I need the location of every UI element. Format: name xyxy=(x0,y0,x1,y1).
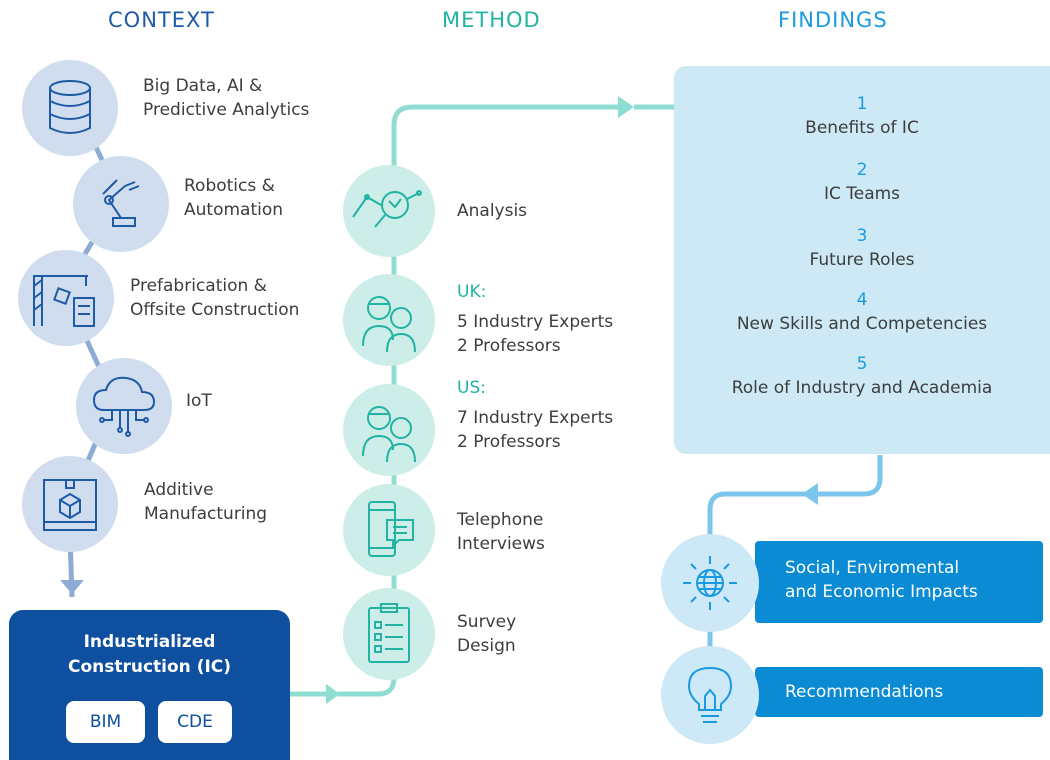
context-circle-iot xyxy=(76,358,172,454)
people-icon xyxy=(362,296,416,353)
method-header: METHOD xyxy=(442,8,541,32)
finding-text-5: Role of Industry and Academia xyxy=(731,378,993,398)
method-label-analysis: Analysis xyxy=(457,201,528,221)
clipboard-checklist-icon xyxy=(368,603,410,663)
context-label-prefab: Prefabrication &Offsite Construction xyxy=(130,276,300,320)
bim-button[interactable]: BIM xyxy=(66,701,145,743)
method-to-findings-arrow xyxy=(618,96,634,118)
context-label-robotics: Robotics &Automation xyxy=(184,176,284,220)
recommendations-circle xyxy=(661,646,759,744)
method-circle-analysis xyxy=(343,165,435,257)
globe-sun-icon xyxy=(683,556,737,610)
ic-title: Industrialized Construction (IC) xyxy=(67,632,232,677)
lightbulb-icon xyxy=(687,666,733,723)
recommendations-label: Recommendations xyxy=(785,682,944,702)
ic-to-method-arrow xyxy=(326,684,340,704)
finding-text-3: Future Roles xyxy=(809,250,915,270)
findings-box: 1 Benefits of IC 2 IC Teams 3 Future Rol… xyxy=(674,66,1050,454)
ic-box: Industrialized Construction (IC) BIM CDE xyxy=(9,610,290,760)
method-circle-us xyxy=(343,384,435,476)
finding-number-3: 3 xyxy=(856,226,868,246)
finding-text-2: IC Teams xyxy=(823,184,901,204)
findings-return-arrow xyxy=(802,483,818,505)
context-label-iot: IoT xyxy=(186,391,212,411)
method-circle-survey xyxy=(343,588,435,680)
method-circle-uk xyxy=(343,274,435,366)
analysis-chart-icon xyxy=(352,190,422,228)
finding-number-5: 5 xyxy=(856,354,868,374)
cde-button[interactable]: CDE xyxy=(158,701,232,743)
finding-number-4: 4 xyxy=(856,290,868,310)
uk-heading: UK: xyxy=(457,282,487,302)
context-label-bigdata: Big Data, AI &Predictive Analytics xyxy=(143,76,310,120)
database-icon xyxy=(49,80,91,134)
context-circle-bigdata xyxy=(22,60,118,156)
context-circle-prefab xyxy=(18,250,114,346)
finding-text-1: Benefits of IC xyxy=(805,118,919,138)
finding-text-4: New Skills and Competencies xyxy=(736,314,988,334)
findings-return-line xyxy=(707,455,883,550)
us-heading: US: xyxy=(457,378,486,398)
impacts-circle xyxy=(661,534,759,632)
context-header: CONTEXT xyxy=(108,8,215,32)
3d-printer-icon xyxy=(43,479,97,531)
cloud-network-icon xyxy=(92,376,156,437)
robot-arm-icon xyxy=(102,179,140,227)
people-icon xyxy=(362,406,416,463)
recommendations-bar: Recommendations xyxy=(755,667,1043,717)
method-circle-telephone xyxy=(343,484,435,576)
finding-number-1: 1 xyxy=(856,94,868,114)
context-circle-additive xyxy=(22,456,118,552)
finding-number-2: 2 xyxy=(856,160,868,180)
context-circle-robotics xyxy=(73,156,169,252)
context-down-arrow xyxy=(60,580,84,594)
phone-chat-icon xyxy=(368,501,414,557)
crane-building-icon xyxy=(33,275,95,327)
findings-header: FINDINGS xyxy=(778,8,888,32)
